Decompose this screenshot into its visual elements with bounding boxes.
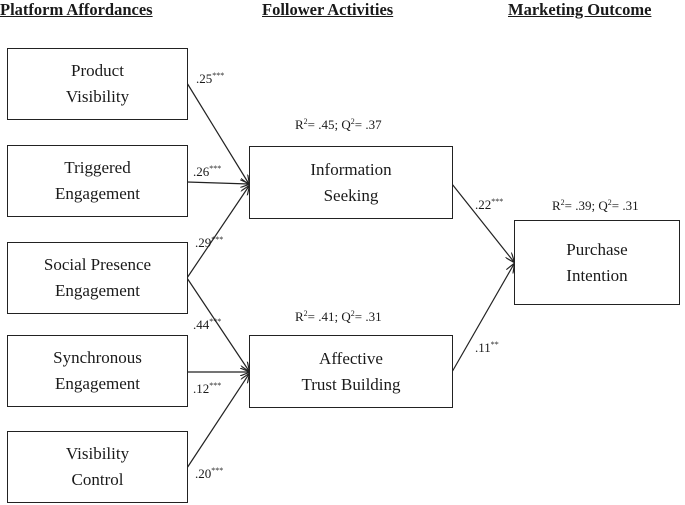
r2-exp: 2 — [560, 198, 565, 207]
q2-value: = .31 — [354, 309, 382, 324]
q2-exp: 2 — [350, 309, 355, 318]
box-line: Engagement — [55, 281, 140, 300]
coef-at-pi: .11** — [475, 338, 499, 355]
r2-r-value: = .39; Q — [564, 198, 608, 213]
coef-value: .20 — [195, 466, 212, 481]
coef-te-is: .26*** — [193, 162, 221, 179]
box-line: Visibility — [65, 444, 130, 463]
coef-sig: *** — [212, 71, 225, 80]
box-line: Information — [310, 159, 392, 179]
coef-sig: *** — [209, 381, 222, 390]
box-line: Affective — [319, 348, 383, 368]
coef-value: .26 — [193, 164, 210, 179]
box-line: Trust Building — [301, 374, 401, 394]
r2-purchase-intention: R2= .39; Q2= .31 — [552, 196, 639, 213]
box-line: Control — [71, 470, 124, 489]
header-marketing-outcome: Marketing Outcome — [508, 0, 652, 19]
coef-sig: *** — [209, 164, 222, 173]
arrow-te-is — [186, 182, 249, 184]
box-line: Engagement — [55, 374, 140, 393]
box-line: Engagement — [55, 184, 140, 203]
coef-se-at: .12*** — [193, 379, 221, 396]
coef-value: .25 — [196, 71, 213, 86]
box-line: Visibility — [65, 87, 130, 106]
header-follower-activities: Follower Activities — [262, 0, 394, 19]
q2-value: = .31 — [611, 198, 639, 213]
box-line: Social Presence — [43, 255, 152, 274]
box-line: Synchronous — [53, 348, 142, 367]
arrow-sp-at — [186, 277, 249, 371]
r2-information-seeking: R2= .45; Q2= .37 — [295, 115, 382, 132]
box-line: Product — [71, 61, 124, 80]
r2-r-value: = .45; Q — [307, 117, 351, 132]
r2-r: R — [552, 198, 561, 213]
arrow-pv-is — [186, 82, 249, 184]
q2-value: = .37 — [354, 117, 382, 132]
coef-value: .29 — [195, 235, 212, 250]
arrow-at-pi — [451, 264, 514, 373]
coef-value: .11 — [475, 340, 491, 355]
coef-sp-at: .44*** — [193, 315, 221, 332]
r2-r-value: = .41; Q — [307, 309, 351, 324]
header-platform-affordances: Platform Affordances — [0, 0, 153, 19]
coef-is-pi: .22*** — [475, 195, 503, 212]
q2-exp: 2 — [350, 117, 355, 126]
r2-exp: 2 — [303, 117, 308, 126]
coef-sig: *** — [491, 197, 504, 206]
box-line: Triggered — [64, 158, 131, 177]
coef-pv-is: .25*** — [196, 69, 224, 86]
r2-r: R — [295, 117, 304, 132]
coef-value: .12 — [193, 381, 210, 396]
coef-sig: ** — [490, 340, 499, 349]
box-line: Purchase — [566, 239, 628, 259]
coef-value: .22 — [475, 197, 492, 212]
coef-sig: *** — [209, 317, 222, 326]
r2-exp: 2 — [303, 309, 308, 318]
coef-sp-is: .29*** — [195, 233, 223, 250]
coef-sig: *** — [211, 235, 224, 244]
q2-exp: 2 — [607, 198, 612, 207]
r2-r: R — [295, 309, 304, 324]
arrow-vc-at — [186, 374, 249, 469]
arrow-is-pi — [451, 183, 514, 262]
coef-value: .44 — [193, 317, 210, 332]
coef-vc-at: .20*** — [195, 464, 223, 481]
box-line: Intention — [566, 265, 628, 285]
box-line: Seeking — [323, 185, 379, 205]
coef-sig: *** — [211, 466, 224, 475]
r2-affective-trust: R2= .41; Q2= .31 — [295, 307, 382, 324]
arrow-sp-is — [186, 186, 249, 279]
